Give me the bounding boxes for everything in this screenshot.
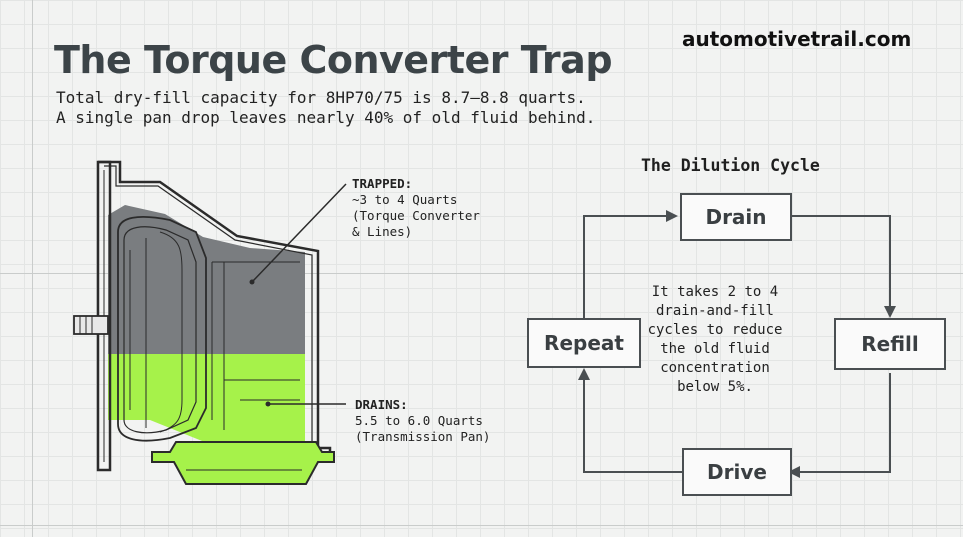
repeat-node: Repeat	[527, 318, 641, 368]
trapped-line-2: (Torque Converter	[352, 208, 480, 223]
dilution-cycle-title: The Dilution Cycle	[641, 156, 820, 175]
cycle-arrows	[583, 215, 891, 473]
guide-line-vertical	[32, 0, 33, 537]
drains-line-2: (Transmission Pan)	[355, 429, 491, 444]
cycle-explanation-line: drain-and-fill	[655, 303, 774, 319]
subtitle-line-2: A single pan drop leaves nearly 40% of o…	[56, 108, 596, 127]
cycle-explanation-line: concentration	[660, 360, 770, 376]
cycle-explanation-line: cycles to reduce	[647, 322, 783, 338]
arrow-to-drain	[666, 210, 678, 222]
arrow-to-drive	[788, 466, 800, 478]
drains-callout: DRAINS: 5.5 to 6.0 Quarts (Transmission …	[355, 397, 490, 445]
trapped-callout: TRAPPED: ~3 to 4 Quarts (Torque Converte…	[352, 176, 480, 240]
trapped-line-3: & Lines)	[352, 224, 413, 239]
trapped-line-1: ~3 to 4 Quarts	[352, 192, 458, 207]
site-url: automotivetrail.com	[682, 27, 912, 51]
guide-line-horizontal	[0, 273, 963, 274]
drains-line-1: 5.5 to 6.0 Quarts	[355, 413, 483, 428]
page-title: The Torque Converter Trap	[54, 38, 613, 82]
cycle-explanation-line: below 5%.	[677, 379, 753, 395]
transmission-pan	[151, 441, 335, 485]
trapped-label: TRAPPED:	[352, 176, 413, 191]
refill-node: Refill	[834, 318, 946, 370]
trapped-leader-line	[251, 183, 347, 283]
cycle-explanation-line: the old fluid	[660, 341, 770, 357]
cycle-explanation-line: It takes 2 to 4	[651, 284, 779, 300]
torque-converter	[117, 215, 207, 442]
cycle-explanation: It takes 2 to 4 drain-and-fill cycles to…	[640, 283, 790, 397]
input-shaft	[73, 315, 109, 335]
arrow-to-refill	[884, 306, 896, 318]
guide-line-horizontal	[0, 525, 963, 526]
arrow-to-repeat	[578, 368, 590, 380]
drain-node: Drain	[680, 193, 792, 241]
drive-node: Drive	[682, 448, 792, 496]
drains-label: DRAINS:	[355, 397, 408, 412]
subtitle-line-1: Total dry-fill capacity for 8HP70/75 is …	[56, 88, 586, 107]
